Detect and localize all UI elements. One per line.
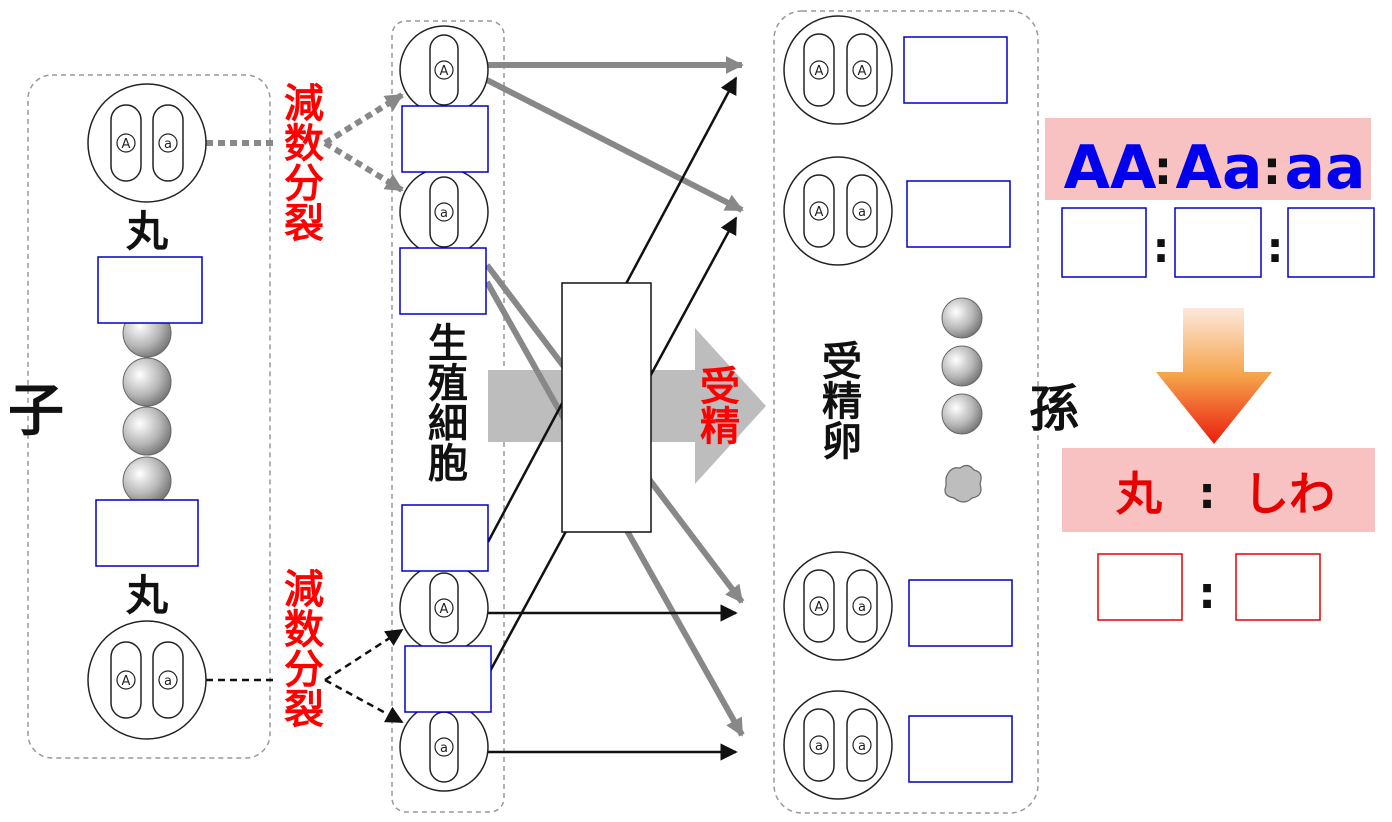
- blank-answer-box[interactable]: [1287, 207, 1375, 278]
- grandchild-label: 孫: [1029, 380, 1079, 438]
- allele-label: A: [815, 64, 824, 79]
- blank-answer-box[interactable]: [401, 504, 489, 572]
- genotype-separator: :: [1267, 223, 1284, 272]
- allele-label: A: [122, 137, 131, 152]
- allele-label: A: [815, 600, 824, 615]
- allele-label: a: [858, 205, 866, 220]
- blank-answer-box[interactable]: [903, 36, 1008, 104]
- wrinkled-seed: [944, 464, 982, 503]
- round-seed: [122, 357, 172, 407]
- cross-blank-box: [561, 282, 652, 533]
- genotype-aa-hetero: Aa: [1176, 133, 1263, 203]
- fertilization-label: 受精: [693, 365, 740, 445]
- blank-answer-box[interactable]: [908, 715, 1013, 783]
- blank-answer-box[interactable]: [95, 499, 199, 567]
- allele-label: a: [815, 739, 823, 754]
- round-label-bottom: 丸: [125, 571, 168, 620]
- allele-label: A: [440, 64, 449, 79]
- blank-answer-box[interactable]: [1097, 553, 1183, 621]
- allele-label: a: [440, 741, 448, 756]
- blank-answer-box[interactable]: [1061, 207, 1147, 278]
- genotype-aa-dominant: AA: [1064, 133, 1157, 203]
- phenotype-separator: :: [1198, 468, 1216, 519]
- allele-label: a: [858, 739, 866, 754]
- zygote-cell: A a: [783, 156, 893, 266]
- round-seed: [122, 406, 172, 456]
- result-down-arrow: [1156, 308, 1272, 444]
- round-seed: [941, 297, 983, 339]
- genotype-separator: :: [1263, 141, 1281, 195]
- child-group-frame: [27, 74, 271, 759]
- blank-answer-box[interactable]: [906, 180, 1011, 248]
- round-seed: [941, 345, 983, 387]
- round-label-top: 丸: [125, 207, 168, 256]
- allele-label: A: [440, 602, 449, 617]
- blank-answer-box[interactable]: [399, 247, 487, 315]
- meiosis-label-bottom: 減数分裂: [277, 568, 324, 728]
- round-seed: [941, 393, 983, 435]
- phenotype-round: 丸: [1115, 467, 1162, 521]
- genotype-separator: :: [1153, 223, 1170, 272]
- zygote-cell: A A: [783, 15, 893, 125]
- allele-label: a: [858, 600, 866, 615]
- allele-label: A: [858, 64, 867, 79]
- allele-label: a: [440, 206, 448, 221]
- genotype-ratio-band: [1045, 118, 1371, 200]
- blank-answer-box[interactable]: [401, 105, 489, 173]
- meiosis-arrows-top: [206, 92, 404, 193]
- zygote-cell: a a: [783, 690, 893, 800]
- round-seed-stack: [122, 308, 172, 506]
- zygote-cell: A a: [783, 551, 893, 661]
- gamete-cell: a: [399, 702, 489, 792]
- zygote-group-frame: [773, 10, 1039, 814]
- gamete-cell: A: [399, 563, 489, 653]
- zygotes-label: 受精卵: [815, 340, 862, 460]
- allele-label: A: [815, 205, 824, 220]
- genotype-separator: :: [1154, 141, 1172, 195]
- gametes-label: 生殖細胞: [421, 322, 468, 482]
- child-label: 子: [8, 379, 64, 444]
- blank-answer-box[interactable]: [404, 645, 492, 713]
- phenotype-separator: :: [1198, 568, 1216, 619]
- gamete-cell: a: [399, 167, 489, 257]
- blank-answer-box[interactable]: [1174, 207, 1262, 278]
- allele-label: a: [164, 137, 172, 152]
- allele-label: A: [122, 674, 131, 689]
- blank-answer-box[interactable]: [908, 579, 1013, 647]
- gamete-cell: A: [399, 25, 489, 115]
- genotype-aa-recessive: aa: [1285, 133, 1366, 203]
- parent-cell-top: A a: [87, 83, 207, 203]
- meiosis-arrows-bottom: [206, 628, 404, 724]
- meiosis-label-top: 減数分裂: [277, 82, 324, 242]
- phenotype-ratio-band: [1062, 448, 1375, 532]
- allele-label: a: [164, 674, 172, 689]
- round-seed: [122, 456, 172, 506]
- blank-answer-box[interactable]: [97, 256, 203, 324]
- blank-answer-box[interactable]: [1235, 553, 1321, 621]
- parent-cell-bottom: A a: [87, 620, 207, 740]
- phenotype-wrinkled: しわ: [1243, 467, 1335, 521]
